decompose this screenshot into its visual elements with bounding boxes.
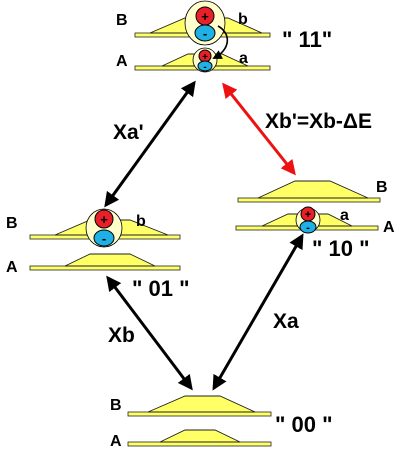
label-a: A: [6, 259, 18, 276]
state-00-group: B A " 00 ": [110, 395, 333, 450]
state-11-charge-pair-a: + -: [192, 47, 218, 73]
transition-label-xa: Xa: [273, 310, 299, 333]
transition-label-xa-prime: Xa': [113, 121, 144, 144]
state-11-charge-pair-b: + -: [184, 0, 226, 46]
transition-label-xb-prime: Xb'=Xb-ΔE: [265, 110, 372, 133]
state-10-layer-b: [237, 180, 381, 203]
state-label-10: " 10 ": [312, 236, 370, 261]
minus-charge-icon: [93, 229, 115, 247]
state-10-charge-pair-a: + -: [295, 206, 321, 234]
plus-sign: +: [100, 212, 108, 227]
plus-sign: +: [202, 52, 208, 63]
label-a: A: [110, 433, 122, 450]
label-a: A: [383, 219, 395, 236]
label-b: B: [376, 179, 388, 196]
plus-charge-icon: [94, 209, 114, 229]
arrow-xb-prime: [222, 82, 296, 176]
state-00-layer-b: [127, 395, 272, 417]
state-10-group: + - B A a " 10 ": [235, 179, 395, 261]
state-01-group: + - B A b " 01 ": [6, 208, 190, 301]
label-b-sub: b: [238, 11, 248, 28]
state-label-01: " 01 ": [132, 276, 190, 301]
transition-label-xb: Xb: [108, 324, 135, 347]
minus-sign: -: [102, 231, 106, 246]
minus-charge-icon: [194, 24, 216, 42]
state-00-layer-a: [127, 429, 272, 447]
label-a: A: [116, 53, 128, 70]
state-label-00: " 00 ": [275, 412, 333, 437]
plus-sign: +: [305, 209, 311, 221]
arrow-xa: [212, 233, 304, 391]
label-b: B: [6, 215, 18, 232]
minus-sign: -: [203, 62, 206, 73]
minus-sign: -: [306, 222, 310, 234]
minus-sign: -: [203, 26, 207, 41]
state-11-group: + - + - B A b a " 11": [116, 0, 332, 73]
state-01-charge-pair-b: + -: [85, 208, 123, 248]
label-b: B: [116, 12, 128, 29]
arrow-xb: [106, 275, 193, 391]
state-label-11: " 11": [282, 27, 332, 52]
minus-charge-icon: [299, 220, 317, 234]
charge-transfer-arrow: [212, 25, 229, 59]
plus-sign: +: [201, 9, 209, 24]
label-b: B: [110, 397, 122, 414]
state-01-layer-a: [29, 253, 181, 271]
label-a-sub: a: [340, 207, 349, 224]
label-b-sub: b: [136, 213, 146, 230]
arrow-xa-prime: [104, 80, 196, 208]
minus-charge-icon: [197, 60, 213, 72]
label-a-sub: a: [239, 50, 248, 67]
